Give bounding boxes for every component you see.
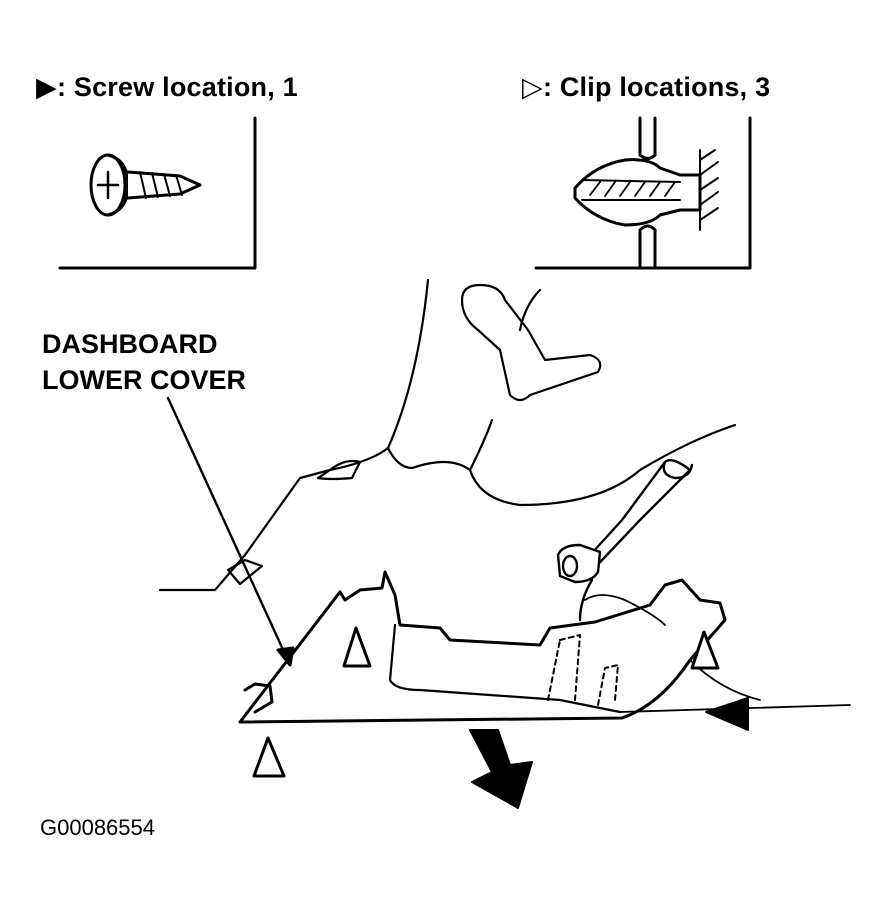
callout-line-1: DASHBOARD xyxy=(42,329,218,359)
callout-leader-arrowhead xyxy=(276,646,295,667)
steering-bracket xyxy=(556,459,694,622)
screw-marker xyxy=(705,697,749,731)
clip-symbol: ▷ xyxy=(522,72,543,102)
screw-icon xyxy=(89,153,202,217)
clip-box-frame xyxy=(534,116,752,270)
clip-legend: ▷: Clip locations, 3 xyxy=(522,72,770,103)
clip-marker-1 xyxy=(342,626,372,668)
clip-marker-3 xyxy=(252,736,286,778)
dashboard-lower-cover xyxy=(238,570,851,724)
screw-legend: ▶: Screw location, 1 xyxy=(36,72,298,103)
screw-legend-label: : Screw location, 1 xyxy=(56,72,298,102)
figure-id: G00086554 xyxy=(40,815,155,840)
dashboard-outline xyxy=(158,278,737,592)
dashboard-lower-cover-label: DASHBOARD LOWER COVER xyxy=(42,326,246,398)
callout-leader-line xyxy=(166,396,292,667)
screw-symbol: ▶ xyxy=(36,72,57,102)
removal-direction-arrow xyxy=(469,729,533,809)
clip-icon xyxy=(573,116,719,270)
clip-legend-label: : Clip locations, 3 xyxy=(542,72,771,102)
clip-marker-2 xyxy=(690,630,720,670)
callout-line-2: LOWER COVER xyxy=(42,365,247,395)
screw-box-frame xyxy=(58,116,257,270)
